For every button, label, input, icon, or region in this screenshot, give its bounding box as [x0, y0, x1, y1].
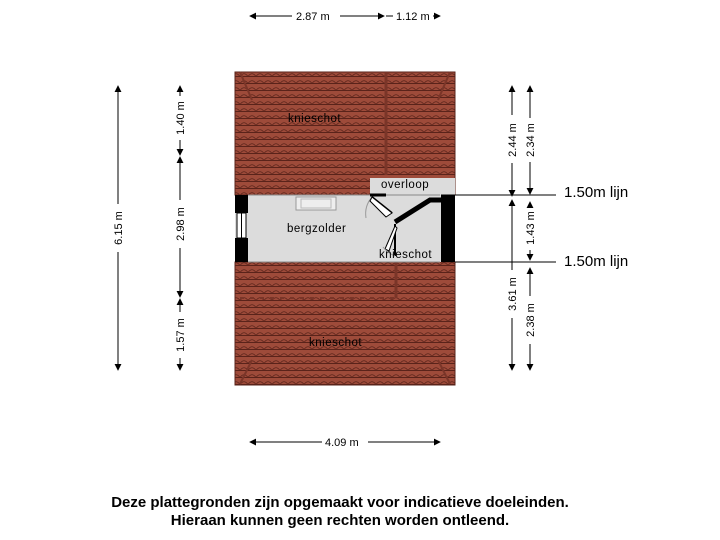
- dim-left-top-label: 1.40 m: [175, 101, 187, 135]
- floor-overloop: [370, 178, 455, 195]
- dim-bottom-label: 4.09 m: [325, 437, 359, 449]
- room-label-knieschot-middle: knieschot: [379, 249, 432, 261]
- skylight: [295, 196, 337, 211]
- door-knieschot-leaf: [384, 225, 398, 252]
- height-line-label-upper: 1.50m lijn: [564, 184, 628, 201]
- dim-left-total-label: 6.15 m: [113, 211, 125, 245]
- dim-right-outer-bottom-label: 3.61 m: [507, 277, 519, 311]
- dim-right-inner-top-label: 2.34 m: [525, 123, 537, 157]
- height-line-label-lower: 1.50m lijn: [564, 253, 628, 270]
- disclaimer-line-2: Hieraan kunnen geen rechten worden ontle…: [170, 512, 510, 529]
- skylight-inner: [300, 198, 332, 209]
- roof-hip-bottom-right: [437, 359, 451, 385]
- roof-bottom: [234, 261, 456, 386]
- dim-right-outer-top-label: 2.44 m: [507, 123, 519, 157]
- wall-diagonal: [393, 197, 441, 225]
- floor-overloop-corner: [370, 178, 386, 195]
- roof-hip-right: [437, 71, 451, 101]
- dim-top-right-label: 1.12 m: [396, 11, 430, 23]
- room-label-knieschot-bottom: knieschot: [309, 337, 362, 349]
- dim-left-bottom-label: 1.57 m: [175, 318, 187, 352]
- dim-left-middle-label: 2.98 m: [175, 207, 187, 241]
- door-overloop-leaf: [369, 196, 393, 218]
- dim-right-inner-bottom-label: 2.38 m: [525, 303, 537, 337]
- wall-left-bottom: [235, 238, 248, 262]
- roof-hip-left: [239, 71, 253, 101]
- door-knieschot-swing: [382, 246, 396, 257]
- roof-top: [234, 71, 456, 196]
- room-label-bergzolder: bergzolder: [287, 223, 346, 235]
- roof-hip-bottom-left: [239, 359, 253, 385]
- dim-right-inner-middle-label: 1.43 m: [525, 211, 537, 245]
- wall-left-top: [235, 195, 248, 213]
- dim-top-left-label: 2.87 m: [296, 11, 330, 23]
- wall-right: [441, 195, 455, 262]
- disclaimer-line-1: Deze plattegronden zijn opgemaakt voor i…: [111, 494, 569, 511]
- room-label-overloop: overloop: [381, 179, 429, 191]
- room-label-knieschot-top: knieschot: [288, 113, 341, 125]
